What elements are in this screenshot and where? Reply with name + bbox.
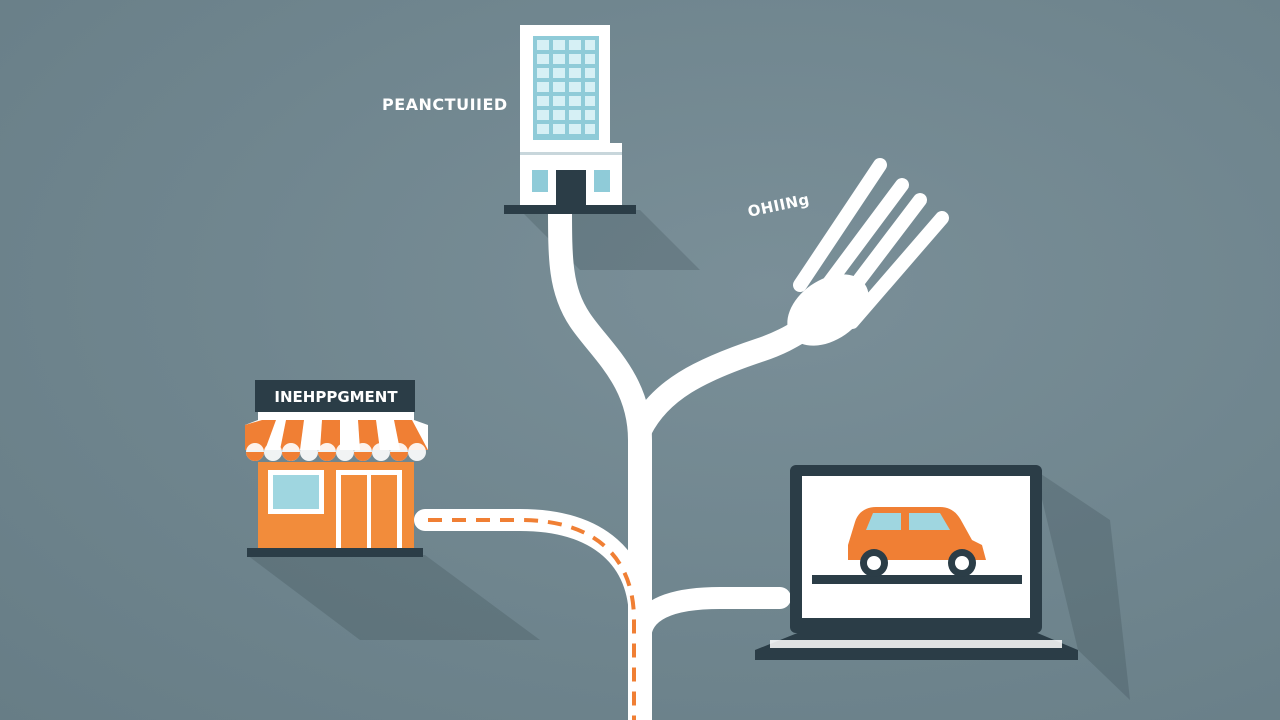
franchised-label: PEANCTUIIED [382,95,508,114]
trunk-path [548,193,652,720]
fork-icon [787,158,949,346]
office-building-icon [504,25,636,214]
independent-label: INEHPPGMENT [274,388,398,406]
road-paths [414,193,832,720]
storefront-icon [245,380,428,557]
dashed-route [428,518,636,720]
car-icon [848,507,986,577]
branch-to-laptop [629,587,791,651]
laptop-icon [755,465,1078,660]
